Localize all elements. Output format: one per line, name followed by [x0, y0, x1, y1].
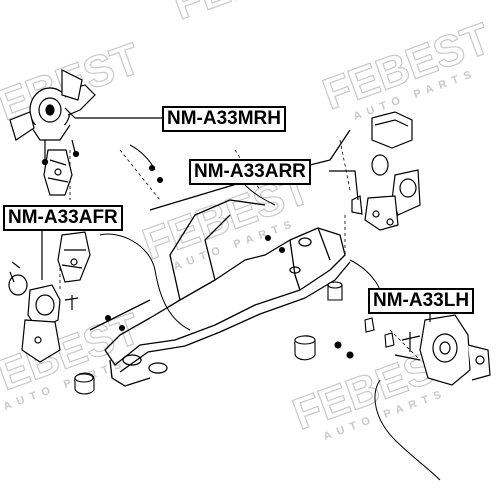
mount-mrh-part — [9, 69, 96, 196]
svg-text:FEBEST: FEBEST — [167, 0, 347, 29]
part-label-nm-a33arr: NM-A33ARR — [189, 159, 311, 185]
mount-lh-part — [394, 314, 491, 386]
part-label-nm-a33lh: NM-A33LH — [368, 288, 475, 314]
mount-arr-part — [351, 111, 421, 231]
part-label-nm-a33afr: NM-A33AFR — [3, 205, 123, 231]
small-hardware — [74, 158, 395, 395]
part-label-nm-a33mrh: NM-A33MRH — [162, 106, 286, 132]
mount-afr-part — [8, 231, 91, 363]
leader-lines — [41, 107, 431, 322]
